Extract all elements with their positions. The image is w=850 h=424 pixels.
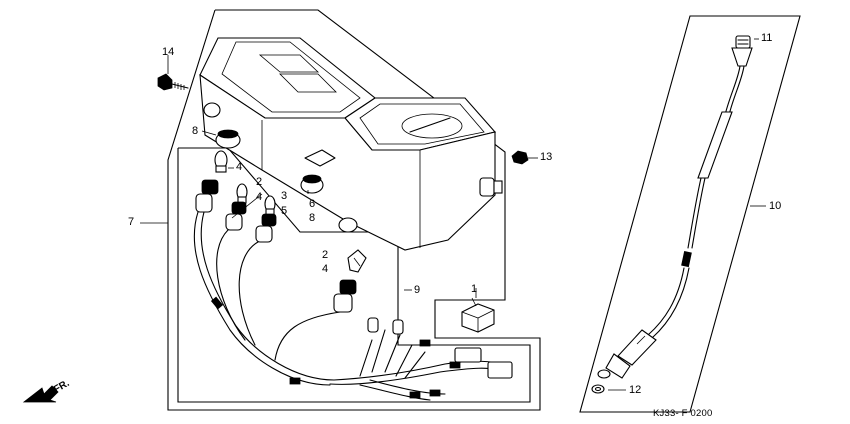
callout-6: 6 [309,198,316,210]
callout-4-lower: 4 [322,263,329,275]
grommet-part-8-lower [300,174,324,194]
callout-11: 11 [761,32,773,44]
callout-9: 9 [414,284,421,296]
bulb-part-2-4-wedge [347,249,367,273]
callout-2-upper: 2 [256,176,263,188]
bulb-part-4-upper [214,150,234,173]
front-arrow-icon [22,385,59,403]
cable-box [579,15,801,413]
callout-12: 12 [629,384,642,396]
callout-13: 13 [540,151,553,163]
wire-harness-box [177,147,531,403]
callout-14: 14 [162,46,175,58]
meter-case [199,37,503,251]
bulb-part-3-5 [264,195,276,216]
callout-7: 7 [128,216,135,228]
nut-part-13 [511,150,538,165]
callout-3: 3 [281,190,288,202]
callout-5: 5 [281,205,288,217]
callout-4-middle: 4 [256,191,263,203]
wire-harness [193,211,513,401]
leader-lines [140,38,766,391]
speedometer-cable-part-10 [591,35,753,394]
bulb-part-2-4 [236,183,248,204]
callout-10: 10 [769,200,782,212]
relay-part-1 [461,297,495,333]
bolt-part-14 [157,55,189,91]
drawing-code: KJ33- F 0200 [653,408,713,419]
callout-4-upper: 4 [236,161,243,173]
callout-2-lower: 2 [322,249,329,261]
grommet-part-8-upper [201,129,241,149]
callout-8-lower: 8 [309,212,316,224]
sockets [195,179,357,313]
callout-1: 1 [471,283,478,295]
callout-8-upper: 8 [192,125,199,137]
